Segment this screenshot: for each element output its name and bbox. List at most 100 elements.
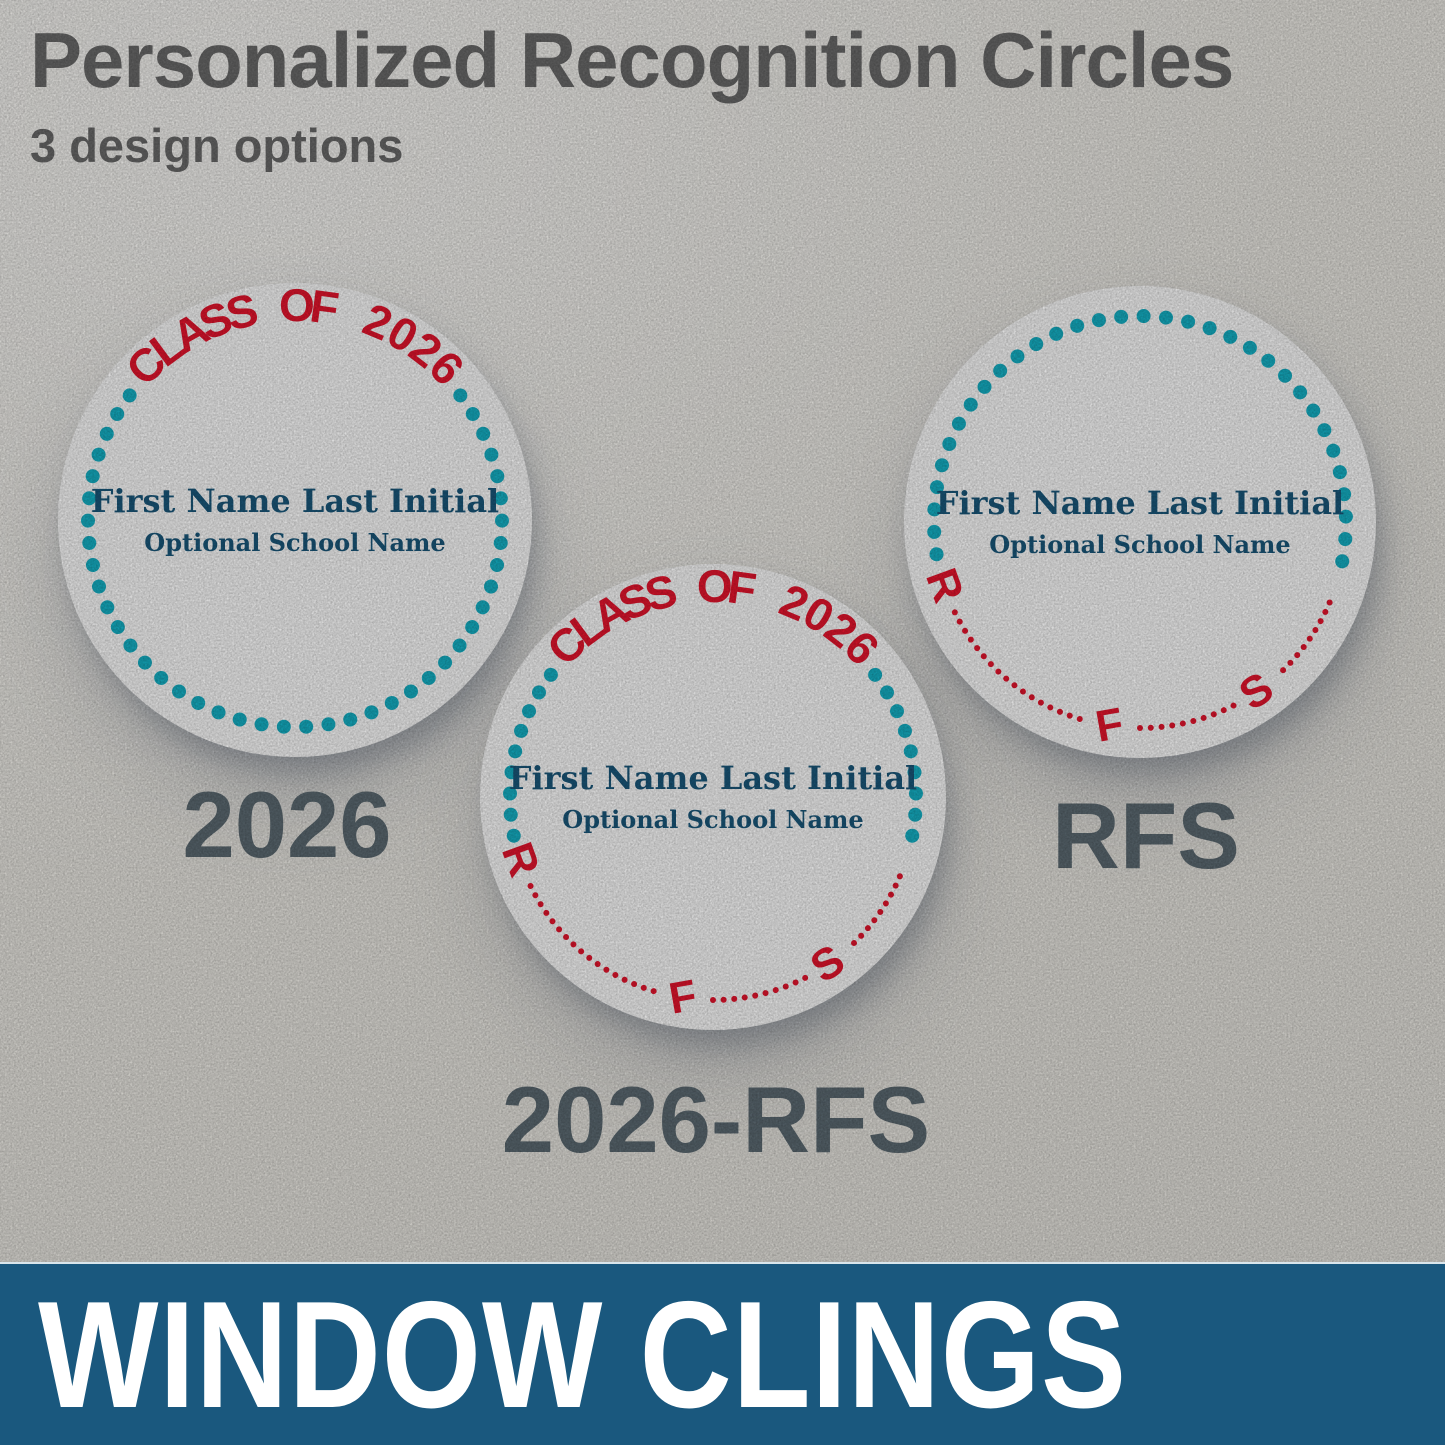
teal-dot [1026,334,1046,354]
red-dot [593,959,602,969]
teal-dot [89,445,108,464]
teal-dot [1200,319,1219,338]
teal-dot [949,414,969,434]
teal-dot [1007,346,1028,367]
teal-dot [188,693,208,713]
red-dot [972,643,982,653]
red-dot [895,872,904,881]
red-dot [881,899,890,908]
red-dot [1055,707,1064,716]
design-label-rfs: RFS [1052,783,1240,888]
red-dot [960,626,970,635]
teal-dot [209,703,228,722]
red-dot [986,659,996,669]
teal-dot [463,404,483,424]
teal-dot [877,682,897,703]
red-dot [620,975,629,984]
red-dot [1299,642,1308,652]
red-dot [863,923,873,933]
red-dot [1321,607,1330,616]
teal-dot [298,719,314,735]
teal-dot [974,376,995,397]
school-placeholder: Optional School Name [989,530,1291,559]
red-dot [1325,598,1334,607]
red-dot [741,994,749,1001]
teal-dot [1324,441,1343,460]
rfs-letter-f: F [665,970,701,1024]
teal-dot [529,682,549,703]
red-dot [1292,650,1302,660]
red-dot [1209,710,1218,719]
red-dot [876,907,885,917]
red-dot [891,881,900,890]
school-placeholder: Optional School Name [562,805,864,834]
teal-dot [887,701,907,721]
red-dot [1311,625,1320,635]
teal-dot [382,693,402,713]
red-dot [870,916,879,925]
red-dot [585,953,594,963]
red-dot [569,940,578,949]
school-placeholder: Optional School Name [144,528,446,557]
teal-dot [401,681,421,702]
teal-dot [97,424,117,444]
teal-dot [108,617,128,637]
teal-dot [341,710,359,729]
teal-dot [1113,309,1129,325]
teal-dot [940,434,959,454]
red-dot [1010,681,1019,690]
teal-dot [418,668,439,688]
teal-dot [119,385,140,406]
red-dot [1316,617,1325,626]
rfs-letter-r: R [916,562,974,609]
teal-dot [90,577,108,596]
teal-dot [1275,365,1295,386]
teal-dot [435,652,455,673]
red-dot [542,908,551,918]
red-dot [1065,711,1074,720]
teal-dot [1303,400,1323,421]
red-dot [611,970,620,980]
red-dot [630,980,639,988]
red-dot [781,982,790,991]
arc-text-letter: F [307,279,343,335]
teal-dot [98,598,117,617]
teal-dot [276,719,292,735]
teal-dot [107,404,127,424]
teal-dot [488,556,506,574]
red-dot [649,987,658,995]
teal-dot [512,722,530,740]
red-dot [1001,674,1011,683]
teal-dot [482,577,500,596]
rfs-letter-s: S [1230,662,1283,720]
red-dot [536,900,545,909]
red-dot [966,635,976,644]
red-dot [1036,698,1045,707]
teal-dot [473,598,492,617]
teal-dot [1220,327,1240,347]
name-placeholder: First Name Last Initial [508,759,918,797]
red-dot [1168,722,1176,729]
red-dot [950,608,959,617]
red-dot [576,947,586,956]
page-title: Personalized Recognition Circles [30,16,1234,104]
teal-dot [519,701,539,721]
teal-dot [896,722,914,740]
red-dot [1219,706,1228,715]
red-dot [602,965,611,974]
teal-dot [960,394,981,415]
teal-dot [473,424,493,444]
red-dot [710,997,716,1003]
red-dot [1199,714,1208,722]
red-dot [1076,715,1084,723]
teal-dot [231,710,249,729]
red-dot [791,978,800,987]
teal-dot [320,716,337,733]
red-dot [1278,665,1288,675]
red-dot [761,989,770,997]
teal-dot [135,652,155,673]
